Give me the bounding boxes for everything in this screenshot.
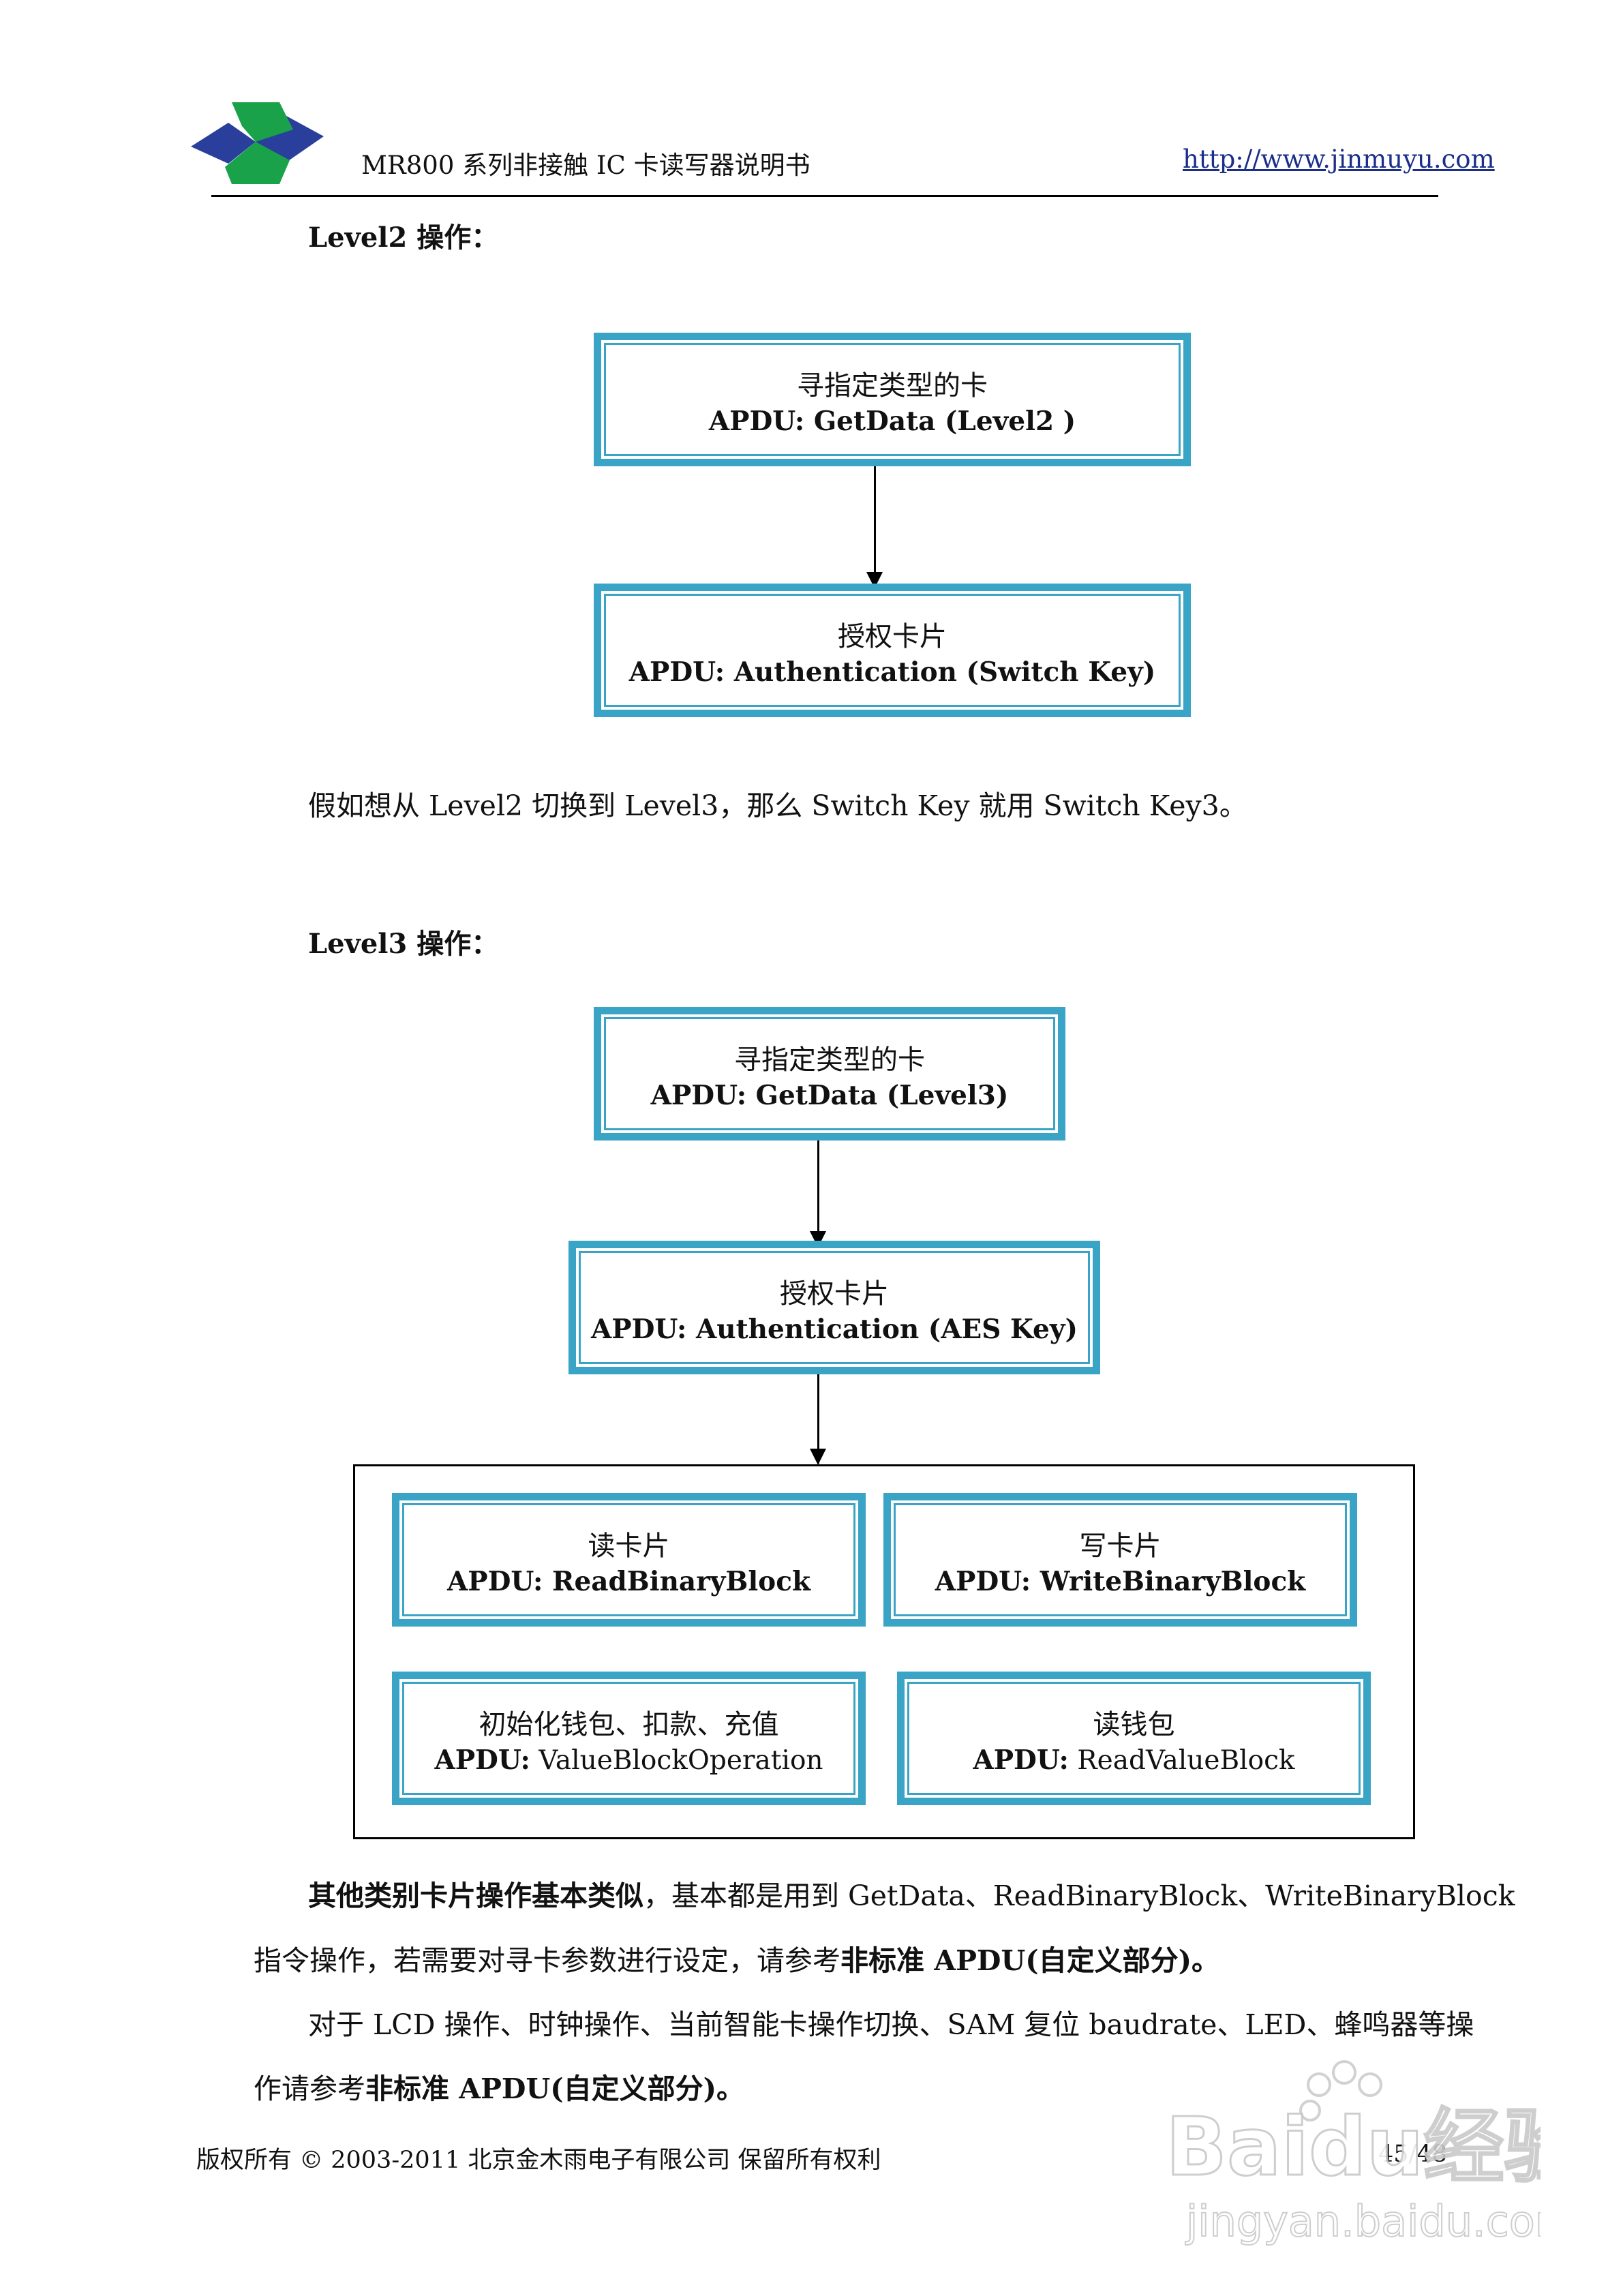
card-operations-frame [353,1464,1415,1839]
level3-title: Level3 操作： [308,928,499,960]
paragraph-1-line-1: 其他类别卡片操作基本类似，基本都是用到 GetData、ReadBinaryBl… [308,1882,1515,1910]
document-title: MR800 系列非接触 IC 卡读写器说明书 [361,151,810,180]
paragraph-1-text-2: 指令操作，若需要对寻卡参数进行设定，请参考 [254,1944,840,1977]
level2-box2-apdu: APDU: Authentication (Switch Key) [628,656,1156,688]
level2-box2-label: 授权卡片 [838,621,947,652]
level3-box2-apdu: APDU: Authentication (AES Key) [591,1314,1078,1345]
write-card-box: 写卡片 APDU: WriteBinaryBlock [883,1493,1357,1627]
level3-box2-label: 授权卡片 [780,1278,889,1310]
level3-arrow-1 [810,1141,826,1248]
level2-box1-apdu: APDU: GetData (Level2 ) [708,406,1076,437]
level2-auth-box: 授权卡片 APDU: Authentication (Switch Key) [594,584,1191,717]
paragraph-2-line-1: 对于 LCD 操作、时钟操作、当前智能卡操作切换、SAM 复位 baudrate… [308,2008,1474,2041]
baidu-watermark: Baidu经验 jingyan.baidu.com [1165,2060,1541,2247]
value-block-op-apdu-name: ValueBlockOperation [530,1745,823,1776]
watermark-brand: Baidu经验 [1166,2100,1541,2194]
paragraph-2-text: 作请参考 [254,2072,365,2105]
write-card-apdu-prefix: APDU: [935,1566,1031,1597]
read-card-box: 读卡片 APDU: ReadBinaryBlock [392,1493,866,1627]
read-wallet-apdu-prefix: APDU: [973,1744,1069,1776]
watermark-url: jingyan.baidu.com [1185,2196,1541,2246]
level3-auth-box: 授权卡片 APDU: Authentication (AES Key) [568,1241,1100,1374]
read-card-label: 读卡片 [588,1530,670,1562]
level2-note: 假如想从 Level2 切换到 Level3，那么 Switch Key 就用 … [308,789,1247,822]
paragraph-1-text: ，基本都是用到 GetData、ReadBinaryBlock、WriteBin… [643,1879,1515,1912]
level2-title: Level2 操作： [308,222,499,254]
read-wallet-box: 读钱包 APDU: ReadValueBlock [897,1672,1371,1805]
level3-getdata-box: 寻指定类型的卡 APDU: GetData (Level3) [594,1007,1065,1141]
company-logo [191,102,324,184]
level2-getdata-box: 寻指定类型的卡 APDU: GetData (Level2 ) [594,333,1191,466]
level2-box1-label: 寻指定类型的卡 [797,370,988,402]
write-card-apdu-name: WriteBinaryBlock [1031,1566,1306,1597]
header-divider [211,195,1438,197]
paragraph-1-line-2: 指令操作，若需要对寻卡参数进行设定，请参考非标准 APDU(自定义部分)。 [254,1947,1219,1975]
value-block-op-apdu-prefix: APDU: [434,1744,530,1776]
paragraph-2-reference: 非标准 APDU(自定义部分)。 [365,2072,745,2105]
paragraph-2-line-2: 作请参考非标准 APDU(自定义部分)。 [254,2075,744,2103]
write-card-label: 写卡片 [1079,1530,1162,1562]
level3-box1-label: 寻指定类型的卡 [734,1044,925,1076]
copyright-footer: 版权所有 © 2003-2011 北京金木雨电子有限公司 保留所有权利 [196,2147,881,2174]
level2-arrow-1 [866,466,883,588]
paragraph-1-emphasis: 其他类别卡片操作基本类似 [308,1879,643,1912]
read-wallet-apdu-name: ReadValueBlock [1068,1745,1295,1776]
website-link[interactable]: http://www.jinmuyu.com [1183,145,1495,174]
read-card-apdu-name: ReadBinaryBlock [543,1566,810,1597]
level3-arrow-2 [810,1374,826,1465]
paragraph-1-reference: 非标准 APDU(自定义部分)。 [840,1944,1220,1977]
read-card-apdu-prefix: APDU: [447,1566,543,1597]
value-block-op-box: 初始化钱包、扣款、充值 APDU: ValueBlockOperation [392,1672,866,1805]
page-number: 45/48 [1378,2141,1447,2168]
level3-box1-apdu: APDU: GetData (Level3) [650,1080,1009,1111]
value-block-op-label: 初始化钱包、扣款、充值 [479,1709,779,1740]
read-wallet-label: 读钱包 [1093,1709,1175,1740]
